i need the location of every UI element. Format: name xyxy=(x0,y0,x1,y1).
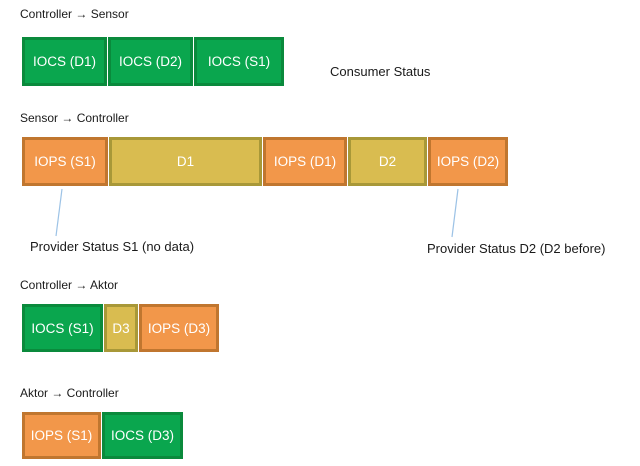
frame-cell-iops-d3: IOPS (D3) xyxy=(139,304,219,352)
section-label-sensor-to-controller: Sensor → Controller xyxy=(20,111,129,125)
frame-cell-iops-d1: IOPS (D1) xyxy=(263,137,347,186)
annotation-consumer-status: Consumer Status xyxy=(330,64,431,79)
frame-cell-iops-d2: IOPS (D2) xyxy=(428,137,508,186)
frame-cell-d1: D1 xyxy=(109,137,262,186)
frame-bar-aktor-to-controller: IOPS (S1) IOCS (D3) xyxy=(22,412,183,459)
frame-bar-controller-to-aktor: IOCS (S1) D3 IOPS (D3) xyxy=(22,304,219,352)
annotation-provider-status-s1: Provider Status S1 (no data) xyxy=(30,239,195,254)
frame-cell-d2: D2 xyxy=(348,137,427,186)
annotation-provider-status-d2: Provider Status D2 (D2 before) xyxy=(427,241,606,256)
frame-bar-sensor-to-controller: IOPS (S1) D1 IOPS (D1) D2 IOPS (D2) xyxy=(22,137,508,186)
frame-cell-iocs-d2: IOCS (D2) xyxy=(108,37,193,86)
frame-cell-d3: D3 xyxy=(104,304,138,352)
frame-bar-controller-to-sensor: IOCS (D1) IOCS (D2) IOCS (S1) xyxy=(22,37,284,86)
frame-cell-iocs-d3: IOCS (D3) xyxy=(102,412,183,459)
frame-cell-iops-s1: IOPS (S1) xyxy=(22,137,108,186)
section-label-aktor-to-controller: Aktor → Controller xyxy=(20,386,119,400)
section-label-controller-to-aktor: Controller → Aktor xyxy=(20,278,119,292)
frame-cell-iocs-s1-aktor: IOCS (S1) xyxy=(22,304,103,352)
section-label-controller-to-sensor: Controller → Sensor xyxy=(20,7,129,21)
frame-cell-iops-s1-aktor: IOPS (S1) xyxy=(22,412,101,459)
leader-line-s1 xyxy=(55,188,63,237)
frame-cell-iocs-s1: IOCS (S1) xyxy=(194,37,284,86)
frame-cell-iocs-d1: IOCS (D1) xyxy=(22,37,107,86)
leader-line-d2 xyxy=(451,188,459,238)
